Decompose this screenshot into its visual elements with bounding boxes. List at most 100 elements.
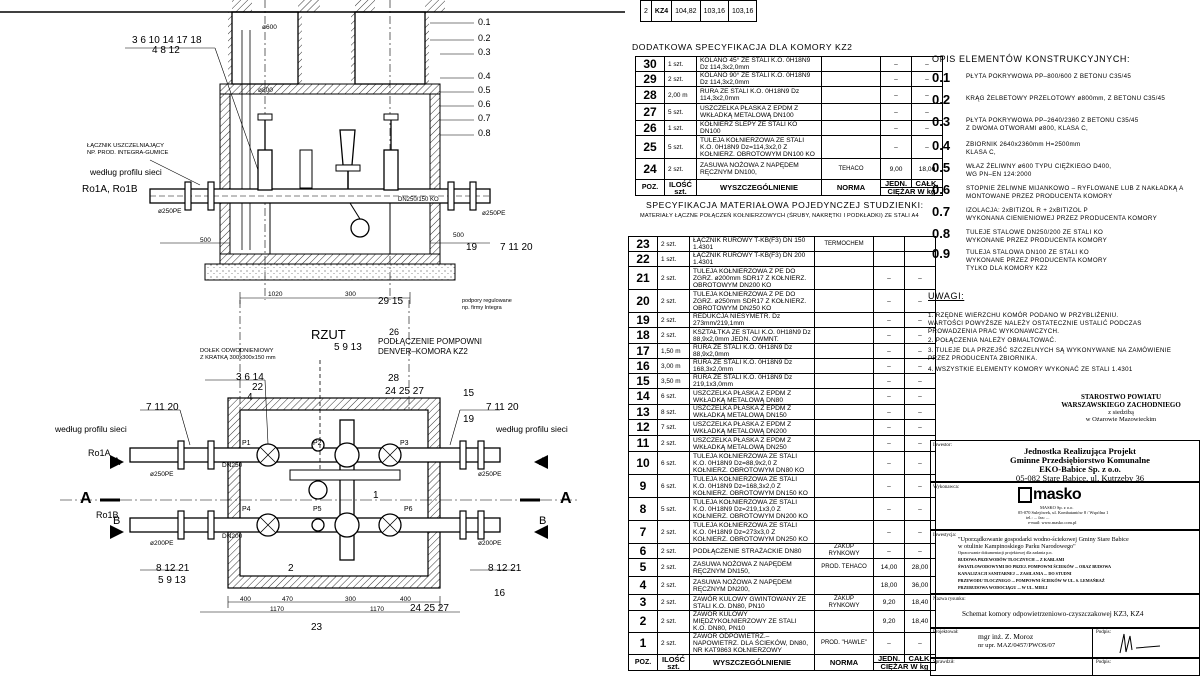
pos-number: 18 bbox=[628, 327, 658, 344]
norm bbox=[814, 388, 874, 405]
inwestycja-label: Inwestycja: bbox=[933, 533, 957, 538]
norm bbox=[814, 312, 874, 328]
header-qty: ILOŚĆ szt. bbox=[657, 654, 690, 671]
compensator-note-2: NP. PROD. INTEGRA-GUMICE bbox=[87, 150, 169, 156]
header-weight: CIĘŻAR W kg bbox=[880, 187, 943, 196]
dim-400a: 400 bbox=[240, 596, 251, 603]
elevation-view bbox=[125, 0, 491, 420]
quantity: 5 szt. bbox=[657, 497, 690, 521]
description: KOLANO 45° ZE STALI K.O. 0H18N9 Dz 114,3… bbox=[696, 56, 822, 72]
quantity: 7 szt. bbox=[657, 419, 690, 436]
norm bbox=[814, 576, 874, 595]
description: TULEJA KOŁNIERZOWA ZE STALI K.O. 0H18N9 … bbox=[696, 135, 822, 159]
opis-number: 0.3 bbox=[932, 114, 951, 129]
masko-logo: masko bbox=[1018, 486, 1082, 504]
dim-600: ø600 bbox=[262, 24, 277, 31]
total-weight: – bbox=[904, 404, 936, 420]
opis-text: KRĄG ŻELBETOWY PRZELOTOWY ø800mm, Z BETO… bbox=[966, 95, 1166, 102]
opis-text: TULEJE STALOWE DN250/200 ZE STALI KO bbox=[966, 229, 1104, 236]
description: RURA ZE STALI K.O. 0H18N9 Dz 114,3x2,0mm bbox=[696, 86, 822, 104]
pe-label-4: ø200PE bbox=[478, 540, 502, 547]
unit-weight: – bbox=[880, 135, 912, 159]
spec-header-row-2: CIĘŻAR W kg bbox=[629, 662, 936, 671]
podpis2-label: Podpis: bbox=[1096, 660, 1112, 665]
norm bbox=[814, 404, 874, 420]
pos-number: 12 bbox=[628, 419, 658, 436]
opis-text: WYKONANE PRZEZ PRODUCENTA KOMORY bbox=[966, 237, 1108, 244]
pos-number: 3 bbox=[628, 594, 658, 611]
drain-note-2: Z KRATKĄ 300x300x150 mm bbox=[200, 355, 276, 361]
quantity: 1 szt. bbox=[664, 120, 697, 136]
description: TULEJA KOŁNIERZOWA Z PE DO ZGRZ. ø200mm … bbox=[689, 266, 815, 290]
dim-1020: 1020 bbox=[268, 291, 283, 298]
p3-label: P3 bbox=[400, 440, 409, 447]
pos-number: 7 bbox=[628, 520, 658, 544]
pe-right-label: ø250PE bbox=[482, 210, 506, 217]
quantity: 5 szt. bbox=[664, 135, 697, 159]
inwestycja-line: Opracowanie dokumentacji projektowej dla… bbox=[958, 550, 1053, 555]
description: ZAWÓR KULOWY GWINTOWANY ZE STALI K.O. DN… bbox=[689, 594, 815, 611]
header-norm: NORMA bbox=[821, 179, 881, 196]
description: TULEJA KOŁNIERZOWA ZE STALI K.O. 0H18N9 … bbox=[689, 497, 815, 521]
dn-label: DN250/150 KO bbox=[398, 197, 439, 203]
stamp-line-2: WARSZAWSKIEGO ZACHODNIEGO bbox=[1061, 401, 1181, 409]
top-table-code: KZ4 bbox=[650, 0, 673, 22]
description: USZCZELKA PŁASKA Z EPDM Z WKŁADKĄ METALO… bbox=[689, 388, 815, 405]
company-line-1: MASKO Sp. z o.o. bbox=[1040, 505, 1074, 510]
quantity: 1 szt. bbox=[664, 56, 697, 72]
pe-label-3: ø200PE bbox=[150, 540, 174, 547]
callout-23: 23 bbox=[311, 622, 323, 633]
pos-number: 6 bbox=[628, 543, 658, 559]
opis-number: 0.6 bbox=[932, 182, 951, 197]
section-a-right: A bbox=[539, 456, 547, 468]
norm bbox=[814, 419, 874, 436]
opis-text: WG PN–EN 124:2000 bbox=[966, 171, 1032, 178]
inwestycja-line: "Uporządkowanie gospodarki wodno-ściekow… bbox=[958, 536, 1129, 543]
unit-weight: – bbox=[873, 419, 905, 436]
description: USZCZELKA PŁASKA Z EPDM Z WKŁADKĄ METALO… bbox=[689, 404, 815, 420]
pos-number: 25 bbox=[635, 135, 665, 159]
description: TULEJA KOŁNIERZOWA Z PE DO ZGRZ. ø250mm … bbox=[689, 289, 815, 313]
total-weight: – bbox=[904, 388, 936, 405]
callout-2: 2 bbox=[288, 563, 294, 574]
pump-conn-2: DENVER–KOMORA KZ2 bbox=[378, 347, 468, 356]
opis-text: PŁYTA POKRYWOWA PP–800/600 Z BETONU C35/… bbox=[966, 73, 1132, 80]
quantity: 2 szt. bbox=[657, 576, 690, 595]
norm bbox=[814, 358, 874, 374]
description: USZCZELKA PŁASKA Z EPDM Z WKŁADKĄ METALO… bbox=[689, 419, 815, 436]
quantity: 2 szt. bbox=[657, 435, 690, 452]
company-line-3: tel.: ... fax: ... bbox=[1026, 515, 1050, 520]
inwestycja-line: KANALIZACJI SANITARNEJ ... ZASILANIA ...… bbox=[958, 571, 1072, 576]
quantity: 1 szt. bbox=[657, 251, 690, 267]
pos-number: 8 bbox=[628, 497, 658, 521]
quantity: 6 szt. bbox=[657, 451, 690, 475]
pos-number: 23 bbox=[628, 236, 658, 252]
quantity: 2 szt. bbox=[657, 289, 690, 313]
description: ZASUWA NOŻOWA Z NAPĘDEM RĘCZNYM DN150, bbox=[689, 558, 815, 577]
drain-note-1: DOŁEK ODWODNIENIOWY bbox=[200, 348, 274, 354]
unit-weight: – bbox=[873, 343, 905, 359]
spec-header-row-2: CIĘŻAR W kg bbox=[636, 187, 943, 196]
inwestor-label: Inwestor: bbox=[933, 443, 952, 448]
description: RURA ZE STALI K.O. 0H18N9 Dz 88,9x2,0mm bbox=[689, 343, 815, 359]
pos-number: 20 bbox=[628, 289, 658, 313]
quantity: 8 szt. bbox=[657, 404, 690, 420]
description: KOLANO 90° ZE STALI K.O. 0H18N9 Dz 114,3… bbox=[696, 71, 822, 87]
logo-m-icon bbox=[1018, 486, 1032, 503]
unit-weight: 9,20 bbox=[873, 594, 905, 611]
quantity: 2 szt. bbox=[657, 543, 690, 559]
pos-number: 11 bbox=[628, 435, 658, 452]
unit-weight: 18,00 bbox=[873, 576, 905, 595]
pos-number: 28 bbox=[635, 86, 665, 104]
level-0-6: 0.6 bbox=[478, 99, 491, 109]
